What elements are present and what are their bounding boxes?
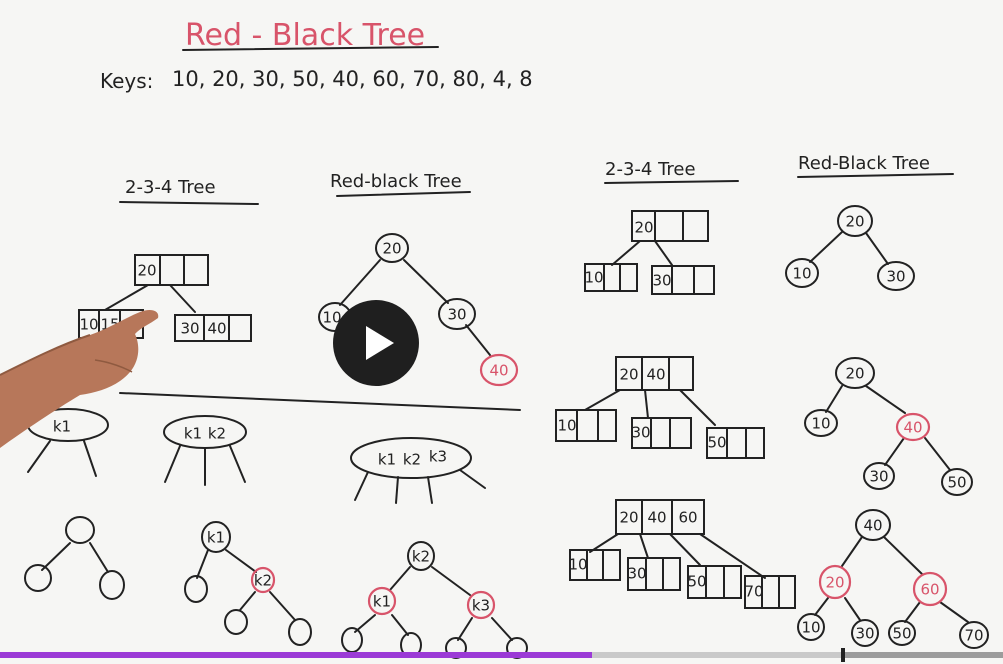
s3-root-a: 20 — [619, 509, 638, 527]
bottom-concepts: k1 k1 k2 k1 k2 k3 k1 k2 — [24, 408, 528, 659]
right-heading-234-underline — [604, 180, 739, 184]
right-heading-234: 2-3-4 Tree — [605, 159, 696, 180]
left-rb-root: 20 — [382, 240, 401, 258]
s2-c2: 30 — [631, 424, 650, 442]
keys-label: Keys: — [100, 69, 153, 93]
tree2-red: k2 — [254, 572, 272, 590]
s2-rb-rr: 50 — [947, 474, 966, 492]
left-rb-right: 30 — [447, 306, 466, 324]
s2-c3: 50 — [707, 434, 726, 452]
keys-values: 10, 20, 30, 50, 40, 60, 70, 80, 4, 8 — [172, 67, 533, 91]
presenter-hand — [0, 310, 159, 448]
s2-root-a: 20 — [619, 366, 638, 384]
right-stage3: 20 40 60 10 30 50 70 40 20 60 — [568, 499, 989, 649]
s2-root-b: 40 — [646, 366, 665, 384]
left-234-root-key: 20 — [137, 262, 156, 280]
s2-c1: 10 — [557, 417, 576, 435]
concept-k1k2k3-b: k2 — [403, 451, 421, 469]
s1-right: 30 — [652, 272, 671, 290]
s1-root: 20 — [634, 219, 653, 237]
progress-handle[interactable] — [840, 648, 845, 662]
s1-rb-right: 30 — [886, 268, 905, 286]
tree3-right: k3 — [472, 597, 490, 615]
s1-left: 10 — [584, 269, 603, 287]
concept-k1k2k3-a: k1 — [378, 451, 396, 469]
progress-buffer — [591, 652, 843, 658]
s3-c3: 50 — [687, 573, 706, 591]
tree3-root: k2 — [412, 548, 430, 566]
divider-line — [119, 392, 521, 411]
tree2-root: k1 — [207, 529, 225, 547]
s2-rb-rl: 30 — [869, 468, 888, 486]
concept-k1: k1 — [53, 418, 71, 436]
progress-bar[interactable] — [0, 648, 1003, 662]
concept-k1k2k3-c: k3 — [429, 448, 447, 466]
s3-rb-ll: 10 — [801, 619, 820, 637]
left-234-tree: 20 10 15 30 40 — [78, 254, 252, 342]
s1-rb-left: 10 — [792, 265, 811, 283]
progress-fill — [0, 652, 592, 658]
right-stage1: 20 10 30 20 10 30 — [584, 205, 915, 295]
s3-root-b: 40 — [647, 509, 666, 527]
left-heading-234-underline — [119, 201, 259, 205]
left-234-right-key-a: 30 — [180, 320, 199, 338]
play-icon — [366, 326, 394, 360]
tree3-left: k1 — [373, 593, 391, 611]
right-heading-rb: Red-Black Tree — [798, 153, 930, 174]
title-underline — [182, 46, 439, 51]
left-heading-rb: Red-black Tree — [330, 171, 462, 192]
s3-rb-rl: 50 — [892, 625, 911, 643]
right-heading-rb-underline — [797, 173, 954, 178]
s3-c4: 70 — [744, 583, 763, 601]
s3-c1: 10 — [568, 556, 587, 574]
left-rb-left: 10 — [322, 309, 341, 327]
left-heading-rb-underline — [336, 191, 471, 197]
s3-rb-root: 40 — [863, 517, 882, 535]
s3-rb-red-r: 60 — [920, 581, 939, 599]
concept-k1k2-a: k1 — [184, 425, 202, 443]
left-heading-234: 2-3-4 Tree — [125, 177, 216, 198]
concept-k1k2-b: k2 — [208, 425, 226, 443]
s3-rb-lr: 30 — [855, 625, 874, 643]
s3-rb-rr: 70 — [964, 627, 983, 645]
s3-rb-red-l: 20 — [825, 574, 844, 592]
s2-rb-left: 10 — [811, 415, 830, 433]
right-stage2: 20 40 10 30 50 20 10 40 30 50 — [555, 356, 973, 496]
play-button[interactable] — [333, 300, 419, 386]
s2-rb-red: 40 — [903, 419, 922, 437]
left-234-left-key-a: 10 — [79, 316, 98, 334]
s1-rb-root: 20 — [845, 213, 864, 231]
left-234-right-key-b: 40 — [207, 320, 226, 338]
left-rb-right-child: 40 — [489, 362, 508, 380]
s3-root-c: 60 — [678, 509, 697, 527]
s3-c2: 30 — [627, 565, 646, 583]
s2-rb-root: 20 — [845, 365, 864, 383]
